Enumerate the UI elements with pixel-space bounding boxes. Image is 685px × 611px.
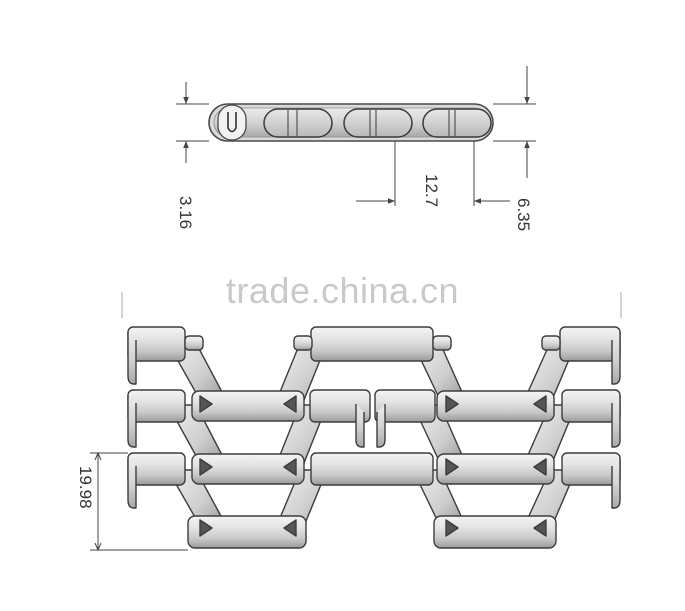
dim-thickness-label: 3.16 [176, 196, 195, 229]
dimension-height [90, 451, 188, 552]
dimension-half-pitch [473, 66, 536, 206]
chain-row-3 [127, 452, 621, 527]
chain-row-2 [127, 389, 621, 464]
watermark: trade.china.cn [225, 270, 460, 311]
dim-half-pitch-label: 6.35 [514, 198, 533, 231]
side-view [208, 103, 494, 142]
dimension-thickness [176, 82, 209, 163]
dim-height-label: 19.98 [76, 466, 95, 509]
plan-view [121, 292, 622, 549]
dimension-pitch [356, 141, 396, 206]
chain-row-1 [127, 326, 621, 401]
chain-row-4 [187, 515, 557, 549]
dim-pitch-label: 12.7 [422, 174, 441, 207]
